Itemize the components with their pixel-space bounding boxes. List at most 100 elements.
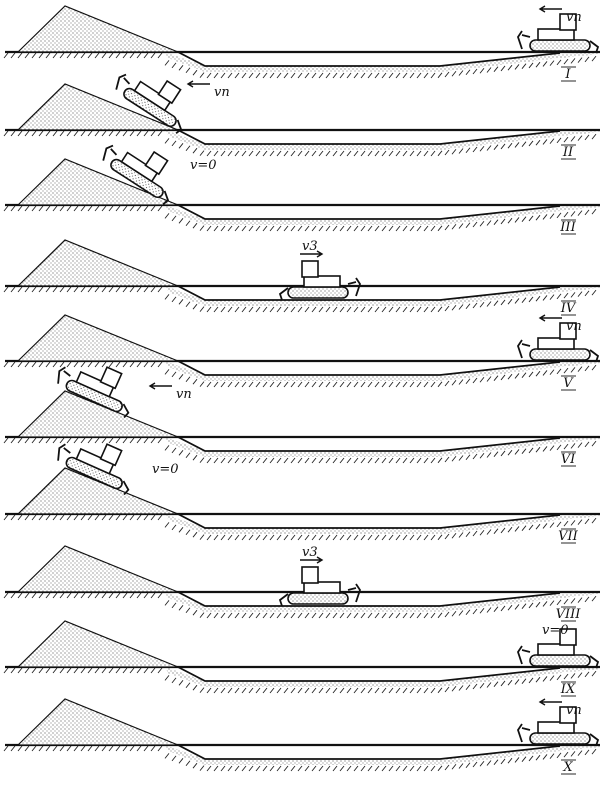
trench-bottom-line <box>177 51 561 67</box>
bulldozer <box>115 73 183 134</box>
cut-soil-band <box>165 361 600 381</box>
panel-number: IX <box>560 682 576 697</box>
bulldozer-ripper <box>175 119 183 134</box>
bulldozer-blade <box>115 73 131 90</box>
bulldozer-cab <box>144 150 169 176</box>
bulldozer-body <box>537 643 575 656</box>
bulldozer-body <box>537 721 575 734</box>
speed-label: v=0 <box>152 462 179 477</box>
spoil-pile <box>16 698 179 746</box>
bulldozer-blade <box>347 277 361 297</box>
speed-label: v=0 <box>542 623 569 638</box>
panel-number: VII <box>558 529 579 544</box>
trench-bottom-line <box>177 436 561 452</box>
bulldozer-blade <box>57 366 71 384</box>
panel-number: VI <box>561 452 576 467</box>
bulldozer <box>517 322 600 363</box>
speed-label: vп <box>214 85 230 100</box>
trench-bottom-line <box>177 744 561 760</box>
bulldozer-cab <box>559 628 577 646</box>
bulldozer-cab <box>559 706 577 724</box>
motion-arrow <box>538 314 562 322</box>
bulldozer-ripper <box>278 593 289 607</box>
speed-label: v=0 <box>190 158 217 173</box>
bulldozer-ripper <box>122 480 130 496</box>
trench-bottom-line <box>177 591 561 607</box>
trench-bottom-line <box>177 285 561 301</box>
motion-arrow <box>186 80 210 88</box>
bulldozer-body <box>75 447 115 475</box>
panel-number: I <box>564 67 571 82</box>
bulldozer <box>278 566 361 607</box>
panel-number: IV <box>560 301 577 316</box>
bulldozer-body <box>120 151 159 183</box>
cut-soil-band <box>165 514 600 534</box>
bulldozer-track <box>529 732 591 745</box>
panel-number: III <box>559 220 576 235</box>
trench-bottom-line <box>177 204 561 220</box>
spoil-pile <box>16 239 179 287</box>
bulldozer-cab <box>301 260 319 278</box>
panel-number: VIII <box>556 607 582 622</box>
bulldozer-body <box>537 28 575 41</box>
bulldozer-ripper <box>162 190 170 205</box>
speed-label: vп <box>176 387 192 402</box>
bulldozer-ripper <box>589 733 600 747</box>
cut-soil-band <box>165 205 600 225</box>
cut-soil-band <box>165 130 600 150</box>
bulldozer-blade <box>517 30 531 50</box>
bulldozer-blade <box>517 723 531 743</box>
spoil-pile <box>16 467 179 515</box>
cut-soil-band <box>165 286 600 306</box>
motion-arrow <box>300 250 324 258</box>
speed-label: vп <box>566 703 582 718</box>
trench-bottom-line <box>177 129 561 145</box>
bulldozer-ripper <box>122 403 130 419</box>
bulldozer-body <box>303 275 341 288</box>
panel-i: vпI <box>3 5 600 82</box>
trench-bottom-line <box>177 360 561 376</box>
bulldozer-ripper <box>589 40 600 54</box>
bulldozer <box>57 366 130 419</box>
bulldozer-body <box>303 581 341 594</box>
bulldozer-body <box>75 370 115 398</box>
speed-label: v3 <box>302 239 318 254</box>
bulldozer-ripper <box>589 349 600 363</box>
bulldozer-blade <box>517 339 531 359</box>
bulldozer-track <box>287 286 349 299</box>
spoil-pile <box>16 545 179 593</box>
bulldozer-track <box>529 654 591 667</box>
bulldozer-cab <box>99 366 123 390</box>
bulldozer-track <box>529 39 591 52</box>
panel-number: X <box>562 760 573 775</box>
cut-soil-band <box>165 592 600 612</box>
spoil-pile <box>16 620 179 668</box>
motion-arrow <box>148 382 172 390</box>
panel-number: V <box>563 376 574 391</box>
cut-soil-band <box>165 745 600 765</box>
bulldozer-blade <box>57 443 71 461</box>
trench-bottom-line <box>177 513 561 529</box>
bulldozer-cab <box>99 443 123 467</box>
panel-v: vпV <box>3 314 600 391</box>
bulldozer-blade <box>102 144 118 161</box>
panel-ix: v=0IX <box>3 620 600 697</box>
bulldozer-cab <box>559 322 577 340</box>
bulldozer-ripper <box>589 655 600 669</box>
bulldozer <box>517 13 600 54</box>
motion-arrow <box>300 556 324 564</box>
bulldozer-blade <box>347 583 361 603</box>
bulldozer-track <box>287 592 349 605</box>
bulldozer-ripper <box>278 287 289 301</box>
bulldozer-cab <box>559 13 577 31</box>
bulldozer-blade <box>517 645 531 665</box>
motion-arrow <box>538 5 562 13</box>
spoil-pile <box>16 5 179 53</box>
